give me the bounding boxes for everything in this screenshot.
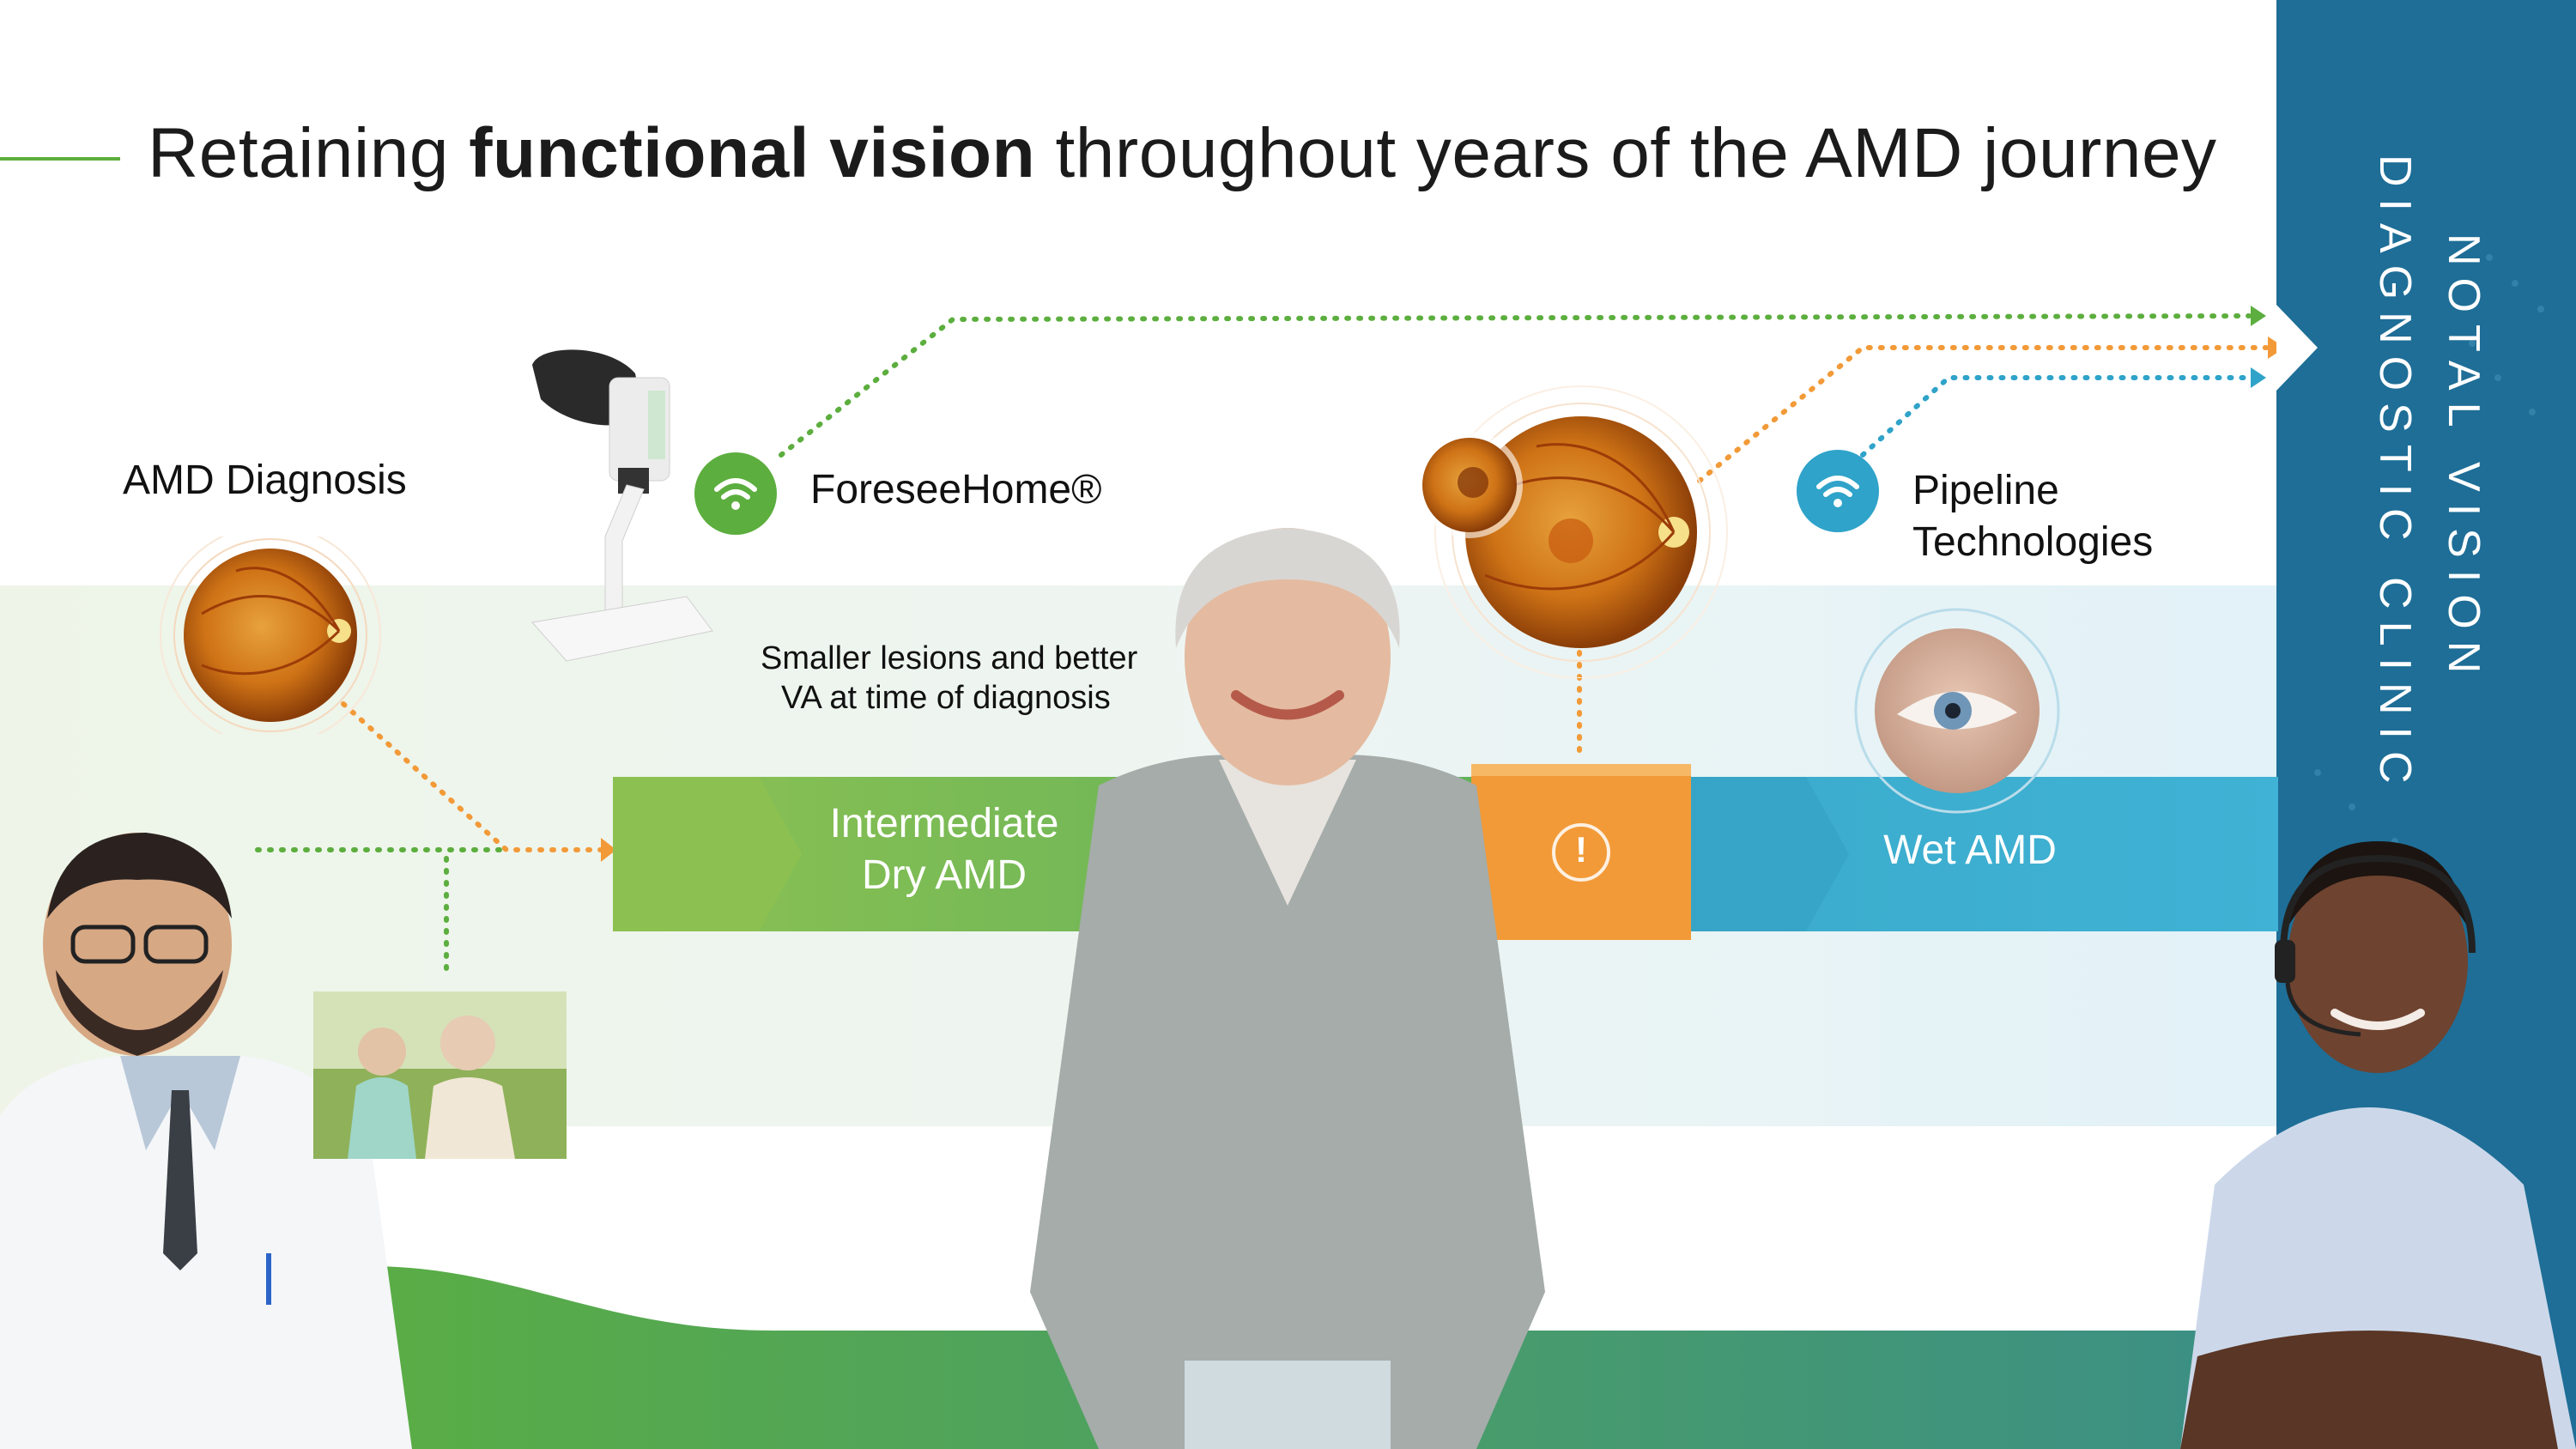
page-title: Retaining functional vision throughout y… xyxy=(148,113,2217,194)
title-suffix: throughout years of the AMD journey xyxy=(1035,114,2217,192)
pipeline-label-line1: Pipeline xyxy=(1912,468,2059,513)
pipeline-label-line2: Technologies xyxy=(1912,519,2154,565)
lesions-text-line2: VA at time of diagnosis xyxy=(781,680,1111,716)
senior-woman-image xyxy=(1030,528,1545,1449)
pipeline-wifi-icon xyxy=(1797,450,1879,532)
alert-symbol: ! xyxy=(1575,829,1587,870)
eye-closeup-image xyxy=(1854,608,2060,814)
progression-bar xyxy=(613,764,2278,940)
clinic-title-line1: NOTAL VISION xyxy=(2439,233,2488,686)
foresee-wifi-icon xyxy=(694,452,777,535)
title-prefix: Retaining xyxy=(148,114,470,192)
foreseehome-device-image xyxy=(531,349,713,662)
family-photo-image xyxy=(313,991,567,1159)
lesions-text-line1: Smaller lesions and better xyxy=(761,640,1138,676)
call-center-agent-image xyxy=(2180,841,2576,1449)
foreseehome-label: ForeseeHome® xyxy=(810,467,1102,512)
clinic-title-line2: DIAGNOSTIC CLINIC xyxy=(2370,155,2420,796)
doctor-image xyxy=(0,833,412,1449)
wet-amd-stage: Wet AMD xyxy=(1883,828,2057,873)
retina-image-wet-amd xyxy=(1416,385,1728,678)
title-bold: functional vision xyxy=(469,114,1036,192)
alert-exclamation-icon xyxy=(1552,823,1610,882)
intermediate-stage-line2: Dry AMD xyxy=(862,852,1027,898)
title-accent-line xyxy=(0,157,120,161)
intermediate-stage-line1: Intermediate xyxy=(829,801,1059,846)
retina-image-diagnosis xyxy=(160,537,381,734)
amd-diagnosis-label: AMD Diagnosis xyxy=(123,458,407,503)
